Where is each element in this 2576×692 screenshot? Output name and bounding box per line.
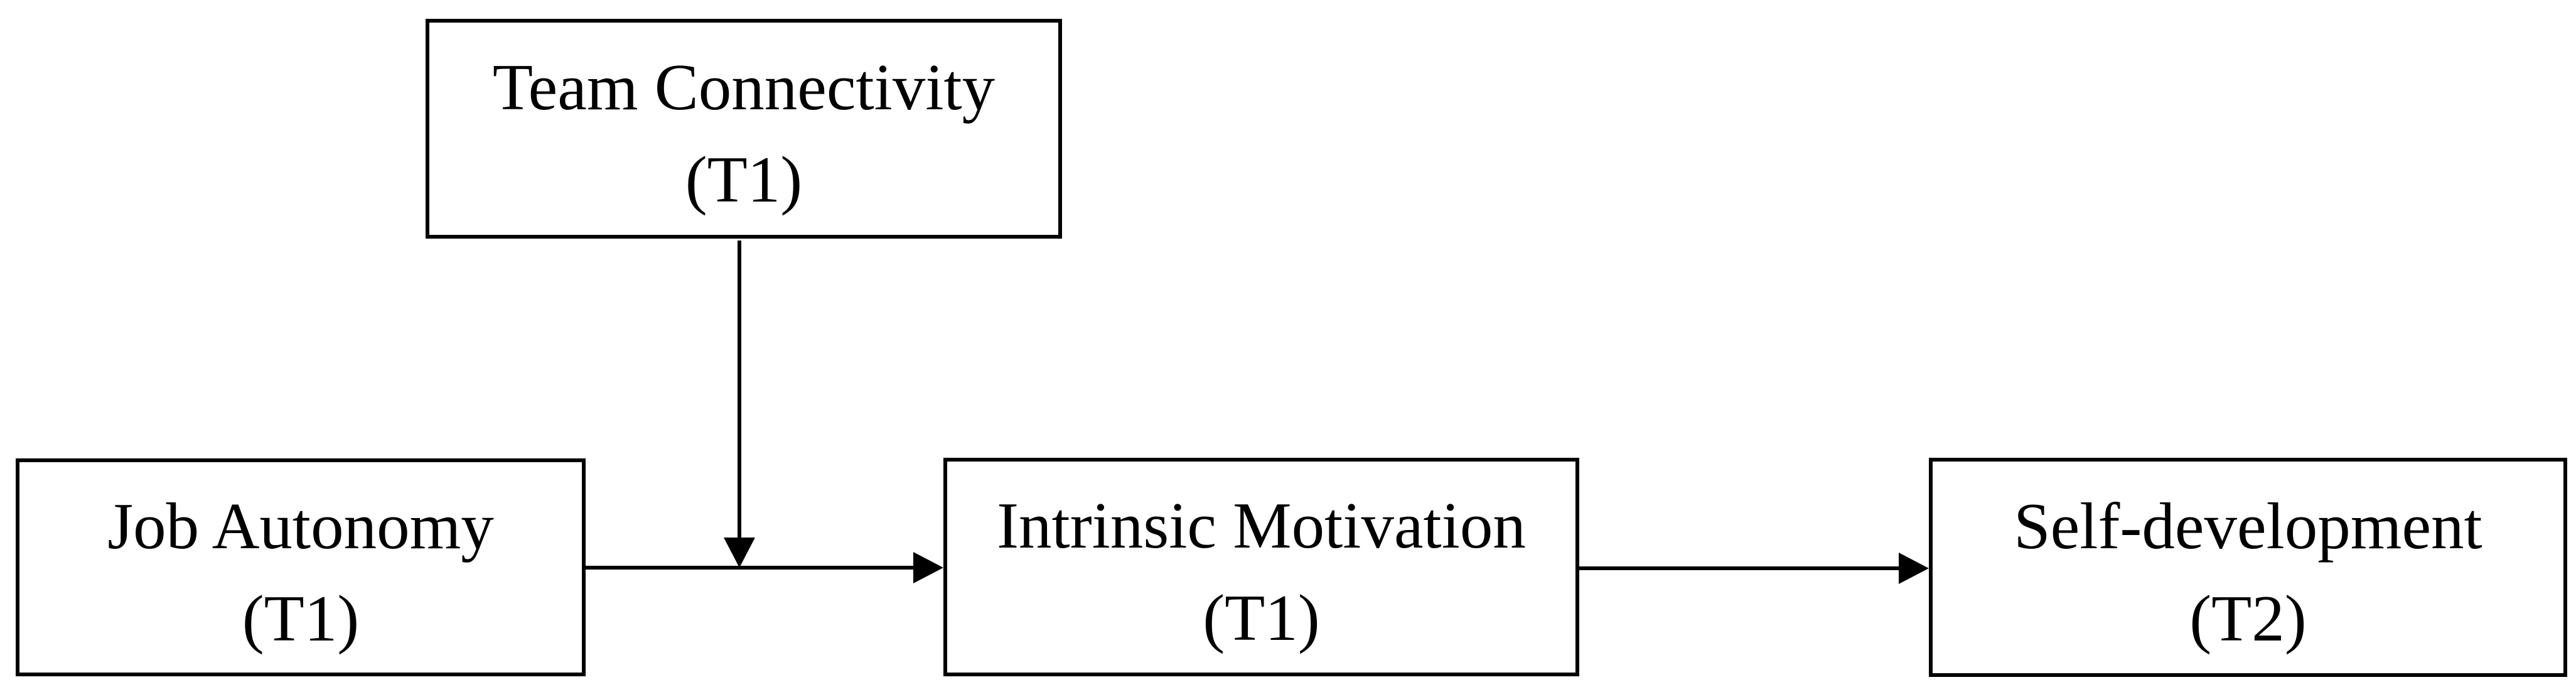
arrowhead-down-icon — [724, 538, 755, 568]
node-time-label: (T1) — [685, 143, 803, 216]
node-label: Self-development — [2014, 489, 2482, 563]
node-intrinsic-motivation: Intrinsic Motivation (T1) — [943, 458, 1579, 676]
arrowhead-right-icon — [1899, 553, 1929, 584]
node-team-connectivity: Team Connectivity (T1) — [426, 19, 1062, 239]
arrow-intrinsic-motivation-to-self-development — [1579, 553, 1929, 584]
arrow-job-autonomy-to-intrinsic-motivation — [586, 552, 943, 583]
arrow-team-connectivity-to-path — [724, 241, 755, 568]
node-label: Team Connectivity — [492, 50, 996, 124]
node-self-development: Self-development (T2) — [1929, 458, 2567, 677]
node-time-label: (T2) — [2189, 581, 2307, 655]
node-label: Job Autonomy — [107, 489, 494, 563]
node-time-label: (T1) — [1203, 581, 1320, 654]
arrowhead-right-icon — [913, 552, 943, 583]
node-time-label: (T1) — [242, 581, 360, 655]
node-label: Intrinsic Motivation — [997, 489, 1526, 562]
node-job-autonomy: Job Autonomy (T1) — [16, 458, 586, 676]
